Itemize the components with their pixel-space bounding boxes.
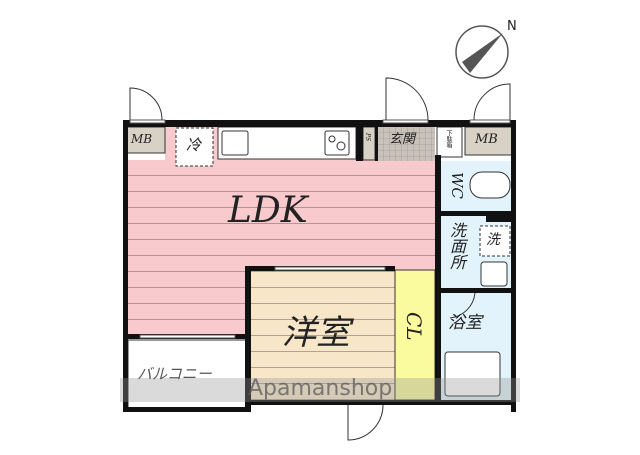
meter-box-right (464, 126, 513, 156)
meter-box-right-label: MB (475, 132, 498, 147)
stove-icon (324, 130, 350, 156)
sink-icon (221, 130, 249, 156)
room-label-ldk: LDK (228, 190, 308, 231)
watermark: Apamanshop (248, 376, 393, 401)
room-label-bathroom: 浴室 (448, 313, 482, 333)
washer-space (479, 225, 511, 257)
room-label-wc: WC (448, 172, 466, 199)
pipe-space (362, 126, 376, 161)
toilet-icon (469, 171, 511, 199)
meter-box-left-label: MB (131, 132, 153, 146)
closet-area (394, 269, 436, 401)
room-label-closet: CL (402, 312, 426, 341)
meter-box-left (126, 126, 166, 154)
balcony-area (127, 339, 248, 409)
room-label-western: 洋室 (282, 313, 350, 353)
watermark-band (120, 378, 520, 402)
room-label-entrance: 玄関 (389, 132, 416, 147)
shoe-cabinet-label: 下駄箱 (445, 130, 452, 148)
basin-icon (480, 261, 508, 287)
room-label-balcony: バルコニー (137, 365, 212, 383)
doors (129, 77, 511, 441)
windows (129, 119, 511, 339)
washer-label: 洗 (486, 232, 500, 248)
entrance-area (378, 127, 435, 161)
shoe-cabinet (436, 126, 463, 158)
room-label-washroom: 洗面所 (447, 222, 466, 270)
pipe-space-label: PS (364, 133, 371, 142)
refrigerator-label: 冷 (186, 136, 202, 154)
bathtub-icon (444, 351, 501, 397)
compass-icon (455, 25, 509, 79)
compass-north-label: N (507, 19, 517, 34)
refrigerator-space (175, 127, 214, 167)
